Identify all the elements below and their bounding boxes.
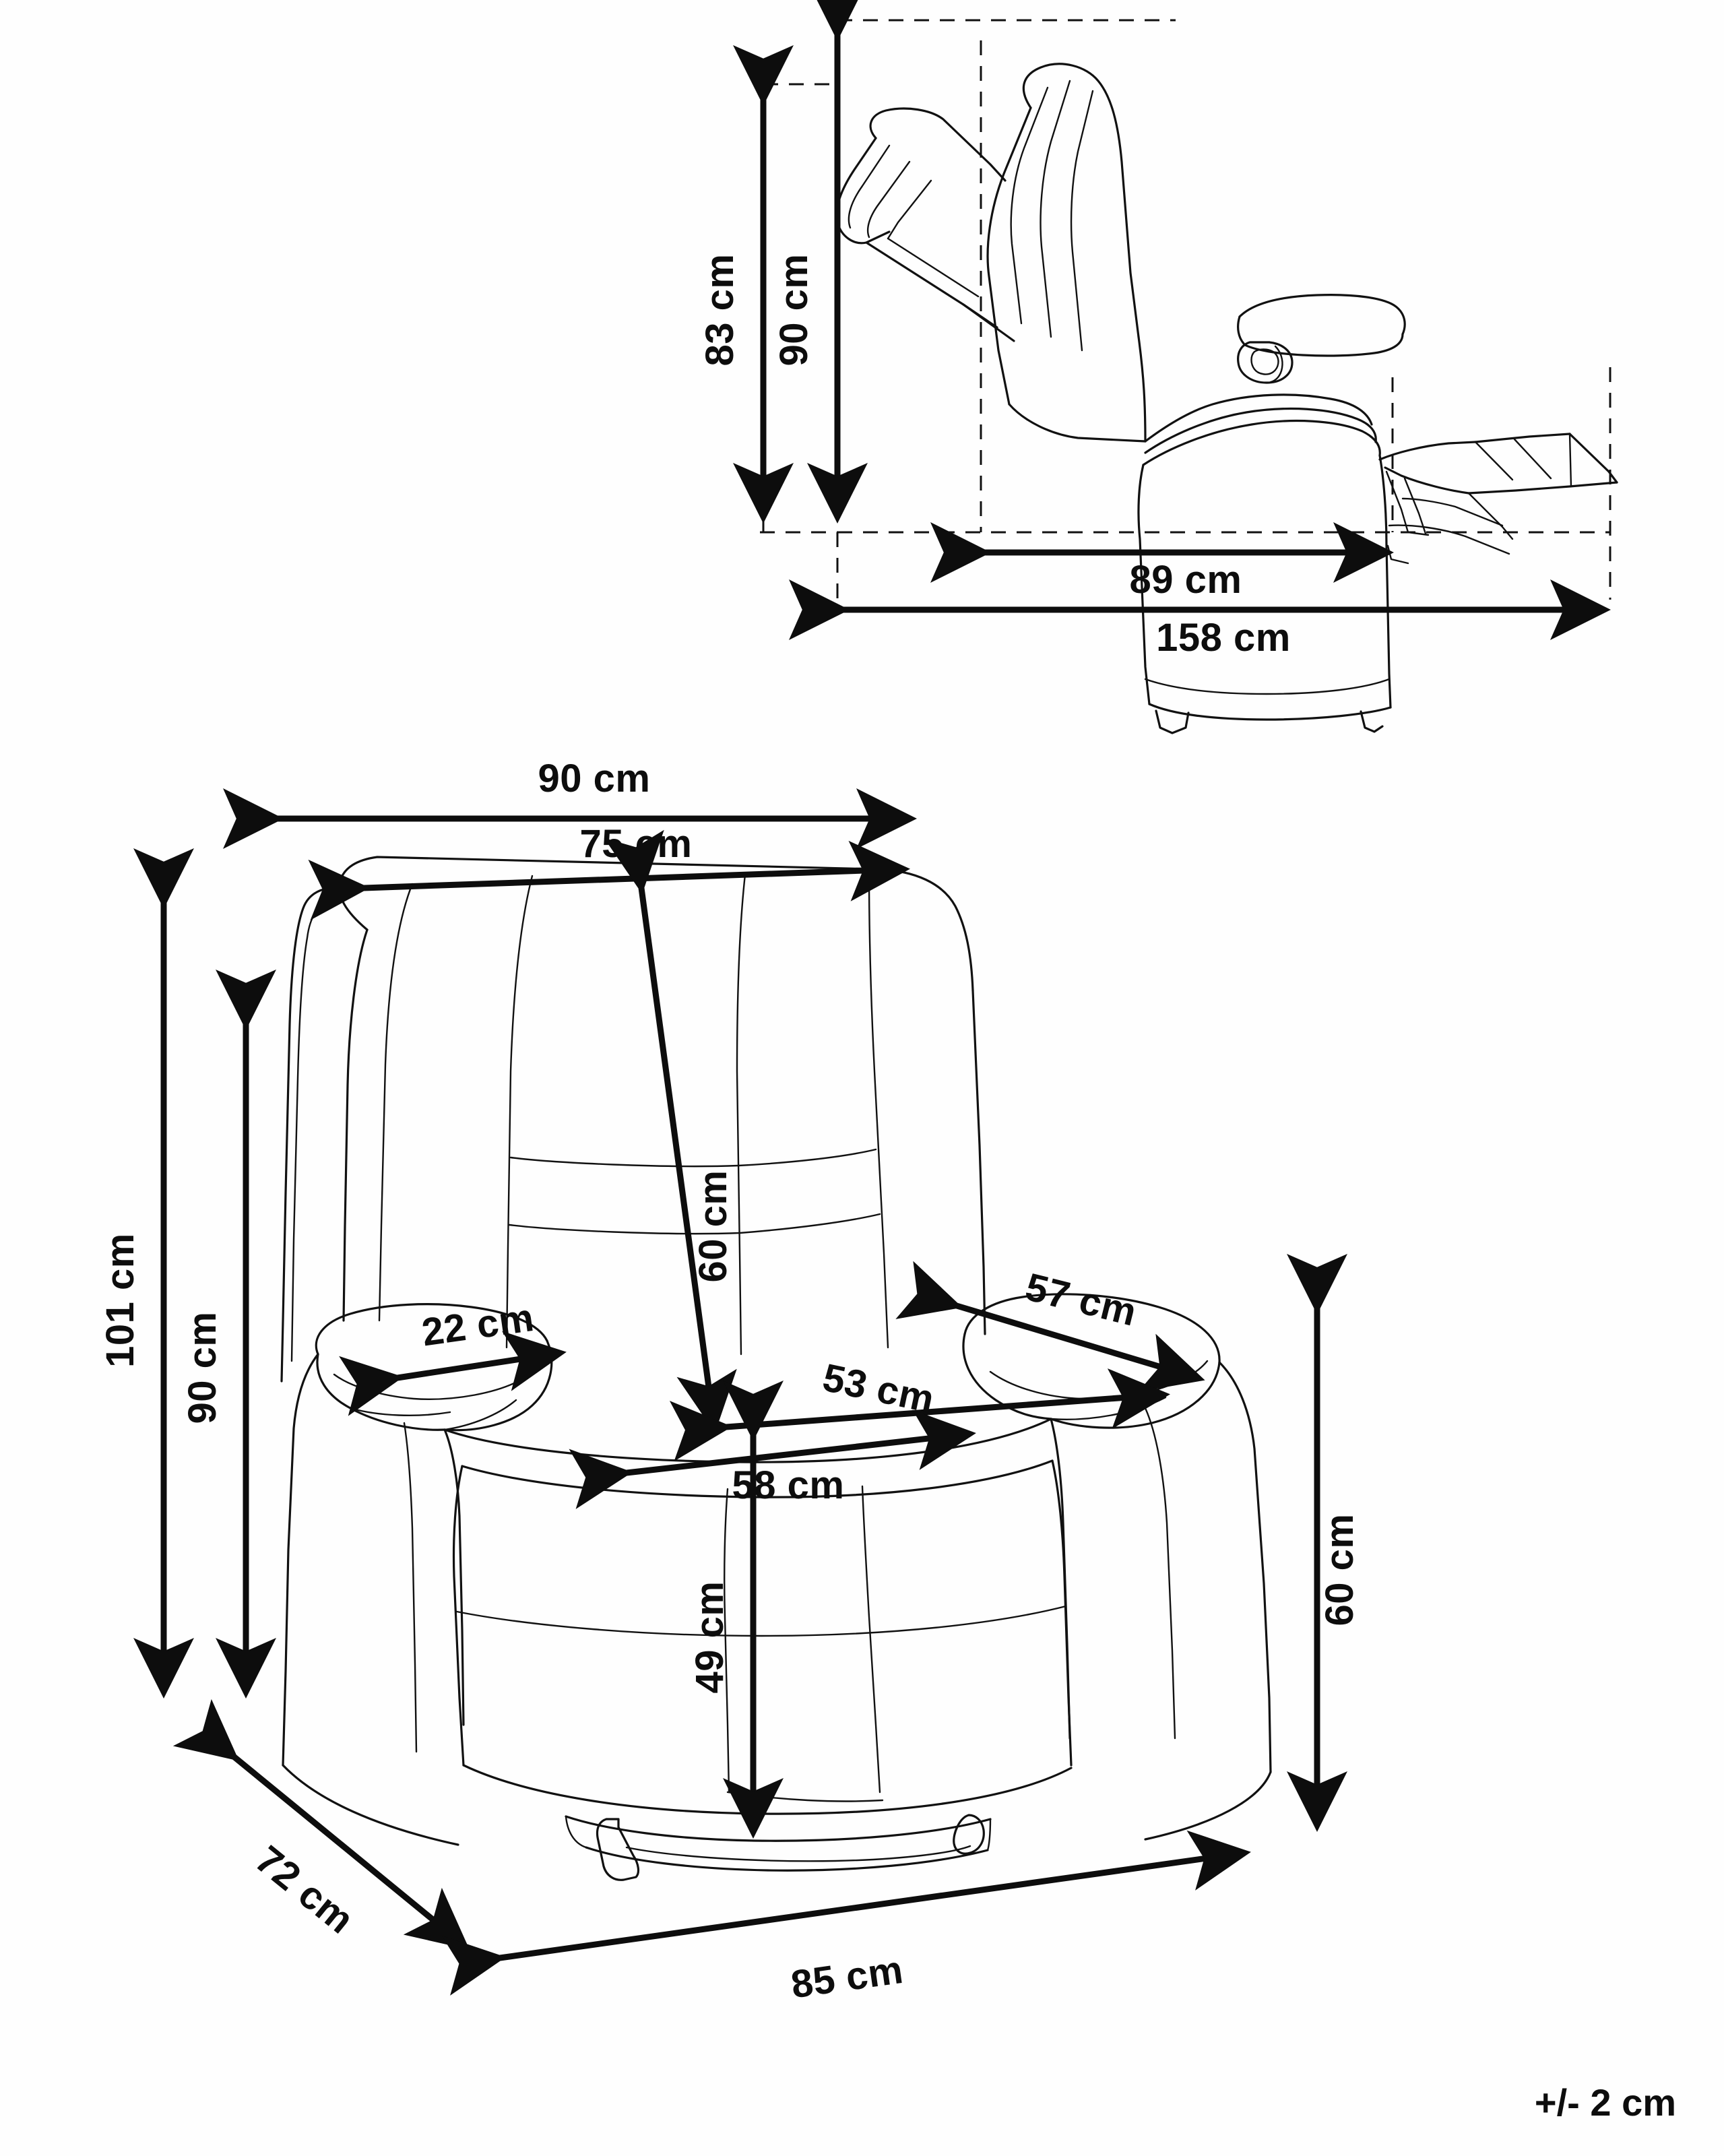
dimension-front-backrest-60: 60 cm [604, 829, 737, 1433]
dimension-label-49: 49 cm [688, 1581, 732, 1694]
dimension-front-height-101: 101 cm [98, 848, 194, 1699]
dimension-front-width-75: 75 cm [308, 822, 910, 920]
dimension-side-depth-89: 89 cm [930, 522, 1394, 602]
dimension-label-58: 58 cm [732, 1463, 845, 1507]
dimension-label-89: 89 cm [1130, 558, 1242, 602]
dimension-front-armrest-22: 22 cm [339, 1296, 567, 1416]
dimension-label-90-height: 90 cm [181, 1312, 224, 1424]
dimension-front-height-90: 90 cm [181, 970, 276, 1699]
dimension-front-side-height-60: 60 cm [1287, 1254, 1362, 1832]
dimension-label-53: 53 cm [819, 1356, 938, 1422]
dimension-label-158: 158 cm [1156, 616, 1291, 660]
tolerance-note: +/- 2 cm [1535, 2081, 1676, 2124]
dimension-label-85: 85 cm [788, 1948, 905, 2007]
side-view-construction-lines [760, 19, 1611, 600]
dimension-label-72: 72 cm [247, 1837, 362, 1942]
dimension-label-90-width: 90 cm [538, 757, 651, 800]
dimension-front-depth-72: 72 cm [172, 1699, 470, 1950]
dimension-front-armrest-57: 57 cm [895, 1261, 1205, 1392]
front-view-group: 90 cm 75 cm 101 cm 90 cm 60 cm [98, 757, 1362, 2006]
dimension-front-seat-depth-53: 53 cm [669, 1356, 1170, 1461]
dimension-label-57: 57 cm [1021, 1265, 1141, 1334]
dimension-front-base-width-85: 85 cm [441, 1830, 1251, 2007]
recliner-release-handle-icon [1237, 341, 1294, 384]
side-view-group: 83 cm 90 cm 89 cm 158 cm [698, 0, 1618, 734]
front-view-chair-outline [280, 856, 1272, 1881]
dimension-side-height-90: 90 cm [772, 0, 868, 524]
dimension-label-101: 101 cm [98, 1233, 142, 1368]
chair-base-rail [565, 1814, 992, 1881]
dimension-side-depth-158: 158 cm [789, 579, 1611, 660]
dimension-front-width-90: 90 cm [223, 757, 917, 849]
dimension-label-75: 75 cm [580, 822, 693, 866]
dimension-label-60-backrest: 60 cm [691, 1170, 735, 1283]
dimension-side-height-83: 83 cm [698, 45, 794, 524]
dimension-label-60-side: 60 cm [1318, 1514, 1362, 1626]
dimension-label-83: 83 cm [698, 254, 742, 367]
dimension-front-seat-height-49: 49 cm [688, 1381, 784, 1839]
dimension-front-seat-width-58: 58 cm [569, 1409, 976, 1509]
dimension-label-90-side: 90 cm [772, 254, 816, 367]
